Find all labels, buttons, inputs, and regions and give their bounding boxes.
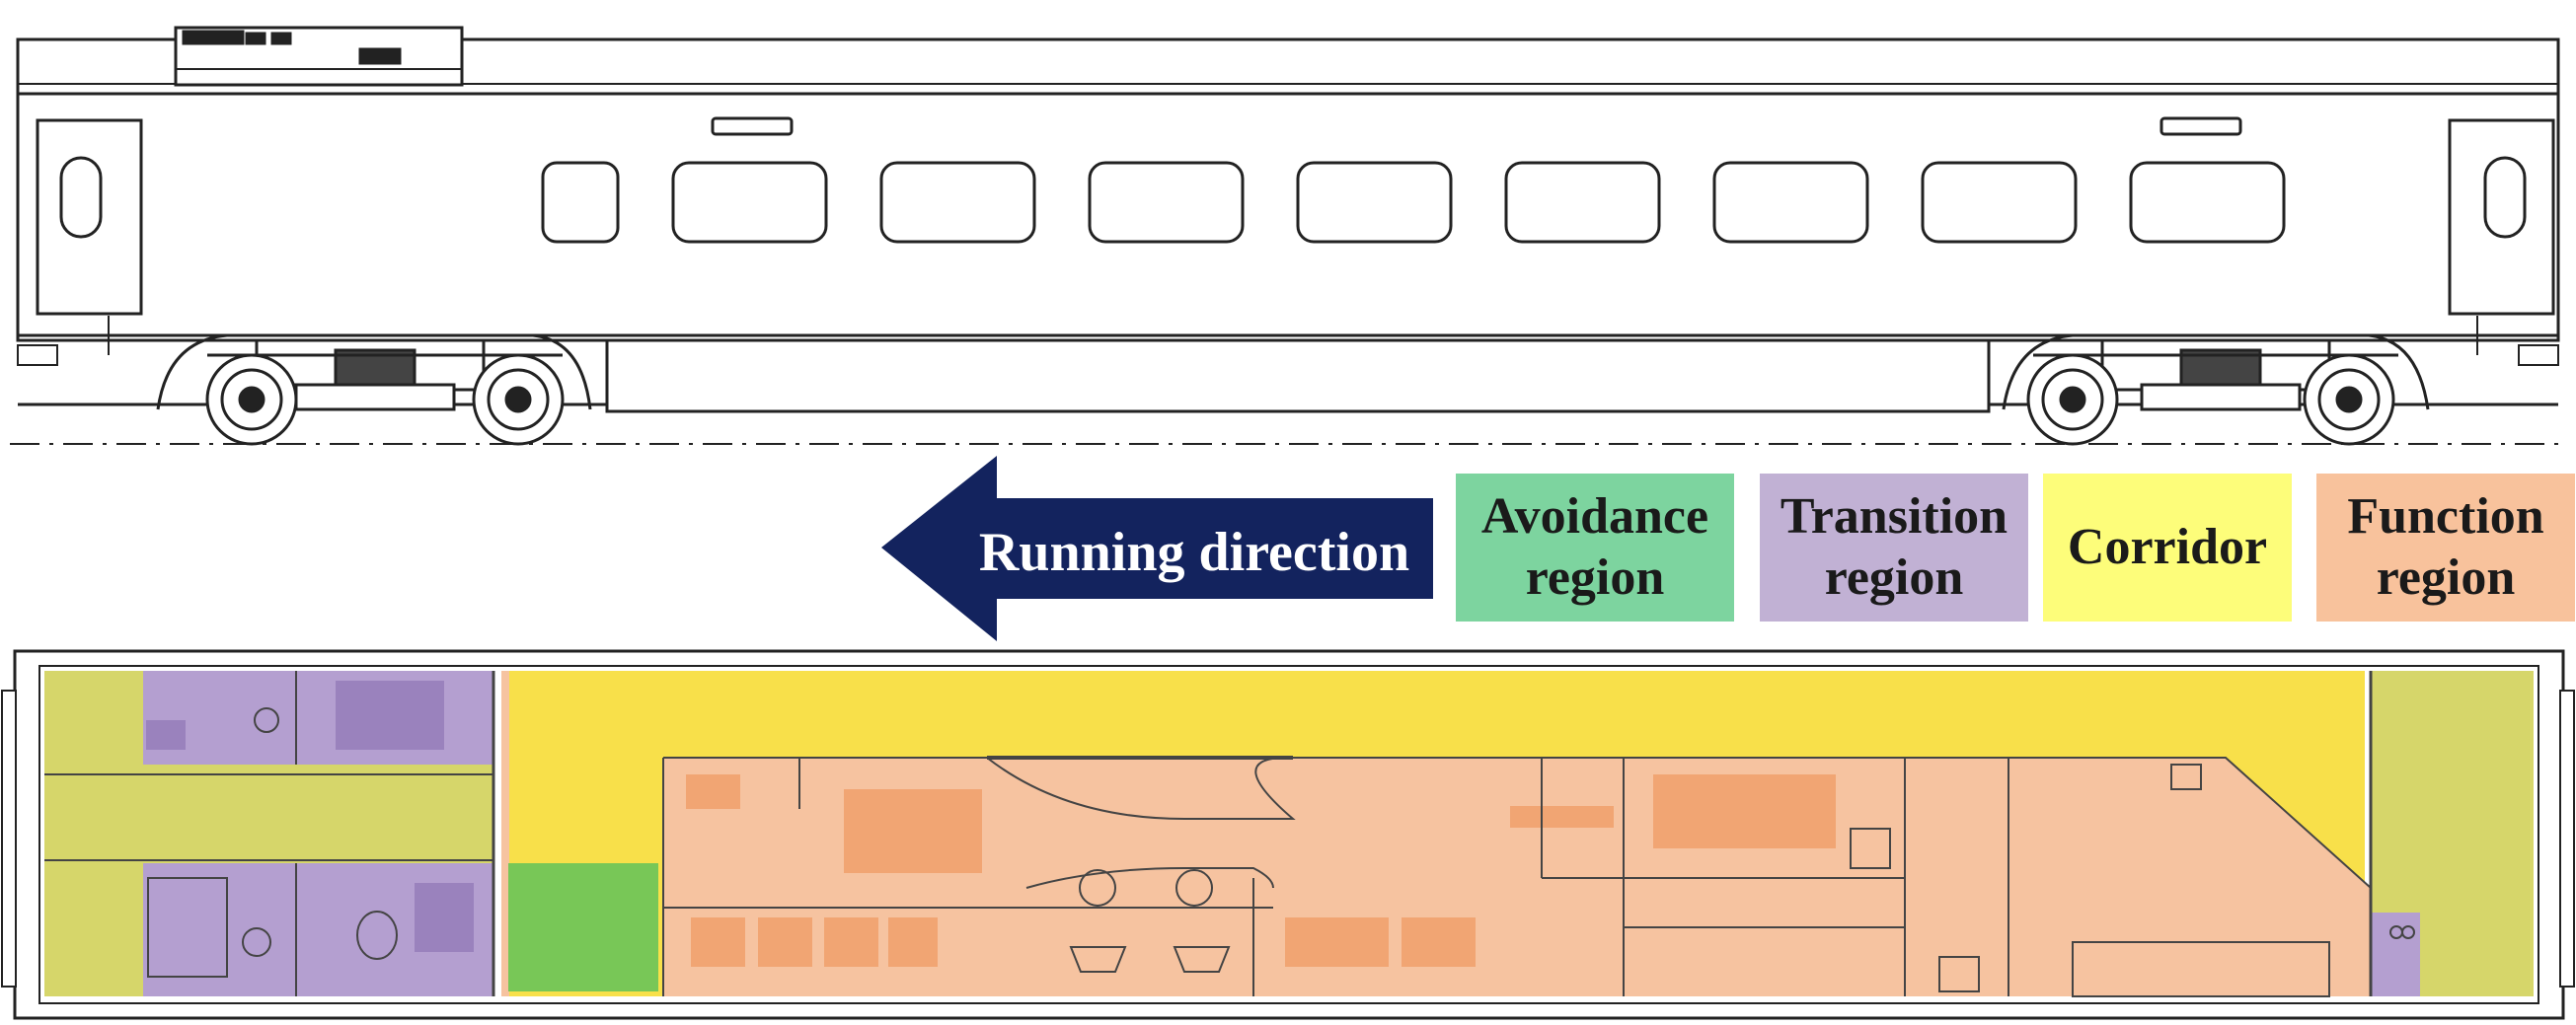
running-direction-label: Running direction — [978, 522, 1410, 583]
left-bogie — [156, 333, 592, 446]
avoidance-region-area — [508, 863, 658, 991]
running-direction-arrow — [881, 456, 1433, 641]
train-floor-plan — [1, 649, 2575, 1020]
legend-corridor-swatch — [2043, 474, 2292, 622]
transition-region-right — [2371, 913, 2420, 996]
legend-function-swatch — [2316, 474, 2575, 622]
legend-corridor-label: Corridor — [2067, 519, 2268, 575]
function-region-area — [663, 758, 2371, 996]
right-bogie — [2002, 333, 2430, 446]
train-side-view — [10, 26, 2566, 445]
legend-avoidance-swatch — [1456, 474, 1734, 622]
legend-transition-swatch — [1760, 474, 2028, 622]
